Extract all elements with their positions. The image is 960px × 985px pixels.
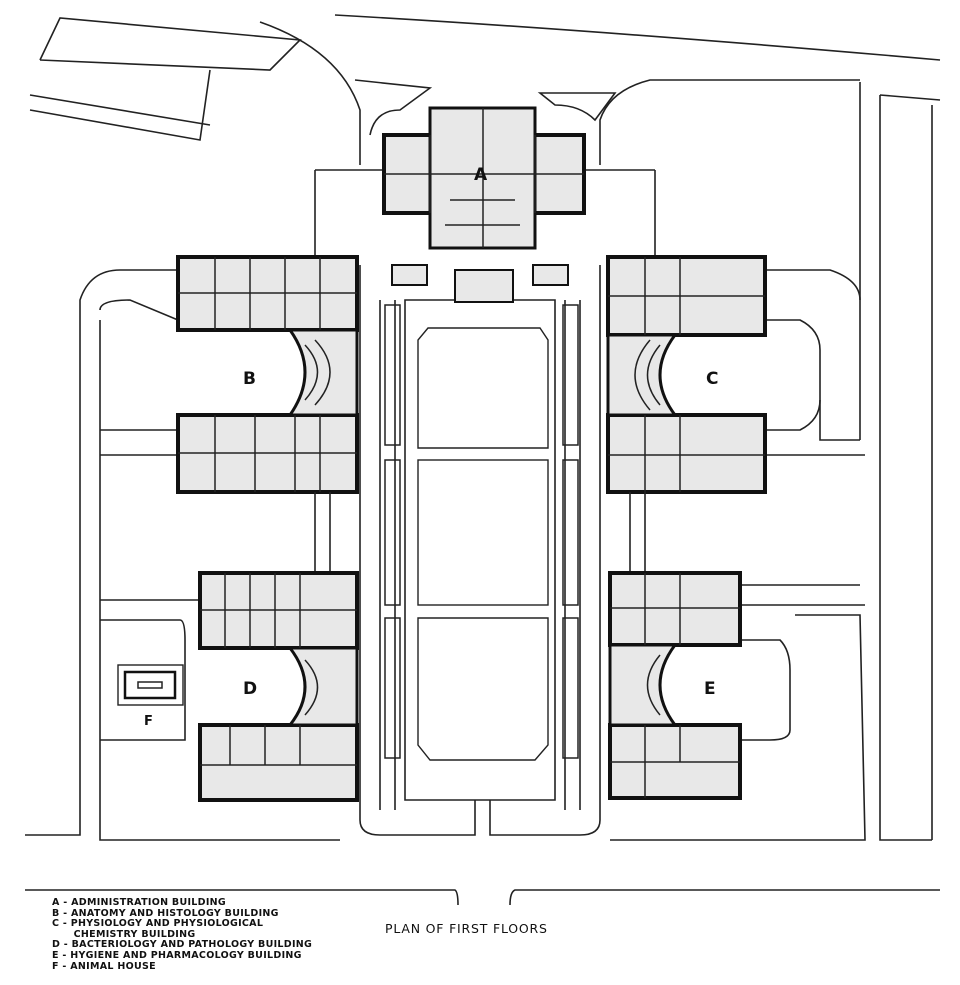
legend-item: A - ADMINISTRATION BUILDING <box>52 897 227 908</box>
streets <box>25 14 941 906</box>
building-a-label: A <box>474 165 488 185</box>
building-d-label: D <box>243 679 257 699</box>
building-e: E <box>608 571 742 800</box>
legend-item: D - BACTERIOLOGY AND PATHOLOGY BUILDING <box>52 939 313 951</box>
legend-item: C - PHYSIOLOGY AND PHYSIOLOGICAL <box>52 918 264 930</box>
building-f: F <box>100 619 186 741</box>
building-e-label: E <box>704 679 716 699</box>
building-a: A <box>382 106 586 250</box>
plan-title: PLAN OF FIRST FLOORS <box>385 921 548 936</box>
building-c-label: C <box>706 369 718 389</box>
central-mall <box>314 169 656 836</box>
lawn-south <box>417 617 549 761</box>
lawn-north <box>417 327 549 449</box>
building-b: B <box>176 255 359 573</box>
legend-item: CHEMISTRY BUILDING <box>52 928 196 940</box>
building-c: C <box>606 255 767 573</box>
lawn-middle <box>417 459 549 606</box>
legend-item: B - ANATOMY AND HISTOLOGY BUILDING <box>52 907 279 919</box>
building-f-label: F <box>144 714 153 729</box>
legend-item: E - HYGIENE AND PHARMACOLOGY BUILDING <box>52 949 302 961</box>
legend-item: F - ANIMAL HOUSE <box>52 960 156 972</box>
building-b-label: B <box>243 369 256 389</box>
legend: A - ADMINISTRATION BUILDING B - ANATOMY … <box>52 897 313 972</box>
building-d: D <box>198 571 359 802</box>
